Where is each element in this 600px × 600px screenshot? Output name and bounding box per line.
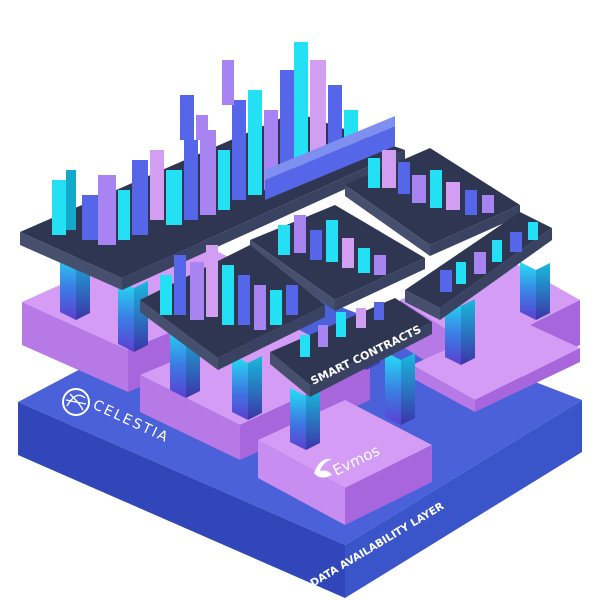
evmos-block-face	[258, 440, 345, 525]
evmos-logo-icon	[314, 458, 332, 478]
da-layer-right-face	[345, 400, 582, 598]
smart-contracts-platform	[270, 298, 432, 385]
celestia-logo-icon	[62, 388, 90, 416]
da-layer-left-face	[18, 402, 345, 598]
buildings	[52, 42, 538, 357]
